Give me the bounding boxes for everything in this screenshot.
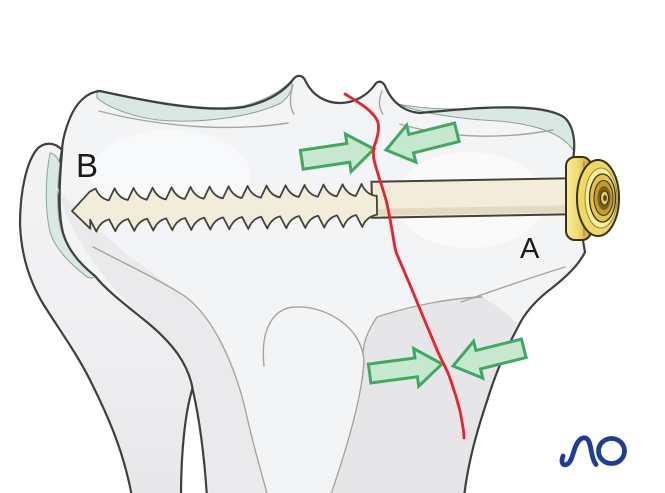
lag-screw-shaft-shading [372, 205, 573, 216]
screw-washer-head [565, 156, 620, 241]
tibia-outline [58, 74, 587, 493]
contour-spine-right [378, 90, 384, 115]
bone-shading-left [56, 186, 267, 493]
screw-head-center [603, 195, 607, 201]
contour-tibial-tuberosity [262, 306, 365, 493]
contour-spine-left [289, 84, 295, 115]
lag-screw [71, 177, 574, 233]
fragment-label-b: B [76, 147, 98, 184]
ao-logo-letter-a [559, 435, 599, 468]
contour-medial-crest [92, 246, 268, 493]
fragment-label-a: A [520, 233, 540, 265]
lag-screw-threads [71, 183, 379, 233]
contour-plateau-right [399, 123, 554, 137]
fracture-line [343, 92, 466, 440]
ao-logo: AO [559, 435, 627, 468]
contour-plateau-left [98, 110, 289, 129]
contour-shadow-boundary [362, 296, 483, 356]
ao-logo-letter-o [596, 436, 627, 466]
